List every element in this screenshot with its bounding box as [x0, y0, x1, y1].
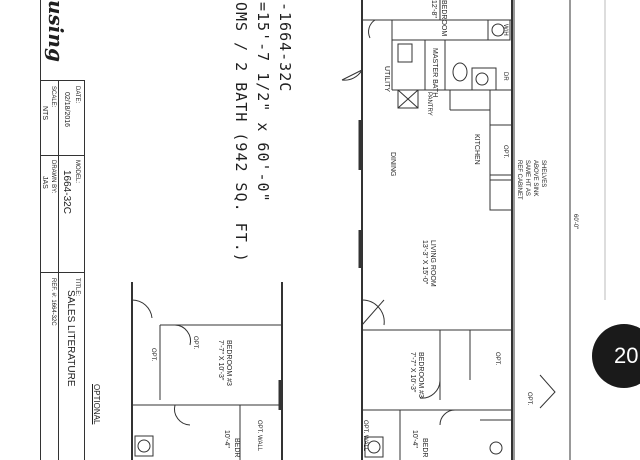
opt-label: OPT. — [502, 145, 508, 159]
room-bedroom3-size: 7'-7" X 10'-3" — [409, 352, 416, 393]
room-master-bath: MASTER BATH — [431, 48, 438, 98]
opt-washer — [134, 435, 154, 457]
front-door — [361, 299, 385, 326]
room-bedroom-top-size: 12'-8" — [430, 0, 437, 18]
bedroom2-door-swing — [439, 409, 456, 426]
range — [489, 179, 513, 211]
room-dining: DINING — [389, 152, 396, 177]
page-number-text: 20 — [614, 343, 639, 368]
opt-wall-label: OPT. WALL — [362, 420, 368, 452]
room-pantry: PANTRY — [426, 92, 432, 116]
utility-door — [341, 69, 363, 81]
water-heater — [491, 23, 505, 37]
wh-closet — [487, 19, 511, 41]
room-bedroom-top: BEDROOM — [440, 0, 447, 37]
title-block-divider — [58, 80, 59, 460]
room-living-size: 13'-3" X 15'-0" — [421, 240, 428, 285]
opt-label: OPT. — [526, 392, 532, 406]
washer — [397, 43, 413, 63]
room-kitchen: KITCHEN — [473, 134, 480, 165]
title-block-divider — [84, 80, 85, 460]
pantry-x — [397, 89, 419, 109]
shelves-note: SAME HT AS — [524, 160, 530, 196]
utility-door-swing — [341, 69, 363, 81]
opt-door-swing — [131, 299, 153, 319]
room-living: LIVING ROOM — [429, 240, 436, 287]
room-utility: UTILITY — [383, 66, 390, 93]
sink — [475, 72, 489, 86]
refrigerator — [489, 124, 513, 176]
opt-door-swing — [174, 324, 191, 346]
opt-wall-label: OPT. WALL — [256, 420, 262, 452]
washer-drum — [367, 440, 381, 454]
title-block-row-line — [40, 80, 84, 81]
dimension-60: 60'-0" — [572, 214, 578, 230]
fixture-lower — [489, 441, 503, 455]
opt-room-bedroom3: BEDROOM #3 — [225, 340, 232, 386]
room-bedroom2: BEDR — [421, 438, 428, 458]
shelves-note: REF CABINET — [516, 160, 522, 200]
opt-label: OPT. — [494, 352, 500, 366]
toilet — [452, 62, 468, 82]
room-bedroom3: BEDROOM #3 — [417, 352, 424, 398]
page-number-badge: 20 — [592, 324, 640, 388]
title-block-border — [40, 0, 41, 460]
closet-door-swing — [419, 379, 441, 399]
opt-room-bedroom3-size: 7'-7" X 10'-3" — [217, 340, 224, 381]
bedroom-door-swing — [368, 19, 376, 39]
wh-label: W/H — [502, 24, 508, 36]
washer-lower — [364, 436, 384, 458]
room-bedroom2-size: 10'-4" — [411, 430, 418, 448]
opt-room-bedroom2: BEDR — [233, 438, 240, 458]
optional-label: OPTIONAL — [92, 384, 101, 425]
opt-label: OPT. — [192, 336, 198, 350]
shelves-note: ABOVE SINK — [532, 160, 538, 197]
dimension-arrow — [539, 374, 556, 409]
dr-label: DR — [502, 72, 508, 81]
front-door-swing — [361, 299, 385, 326]
shelves-label: SHELVES — [540, 160, 546, 188]
title-block-row-line — [40, 272, 84, 273]
title-block-row-line — [40, 155, 84, 156]
opt-washer-drum — [137, 439, 151, 453]
vanity — [471, 67, 497, 91]
opt-door-swing — [174, 404, 191, 426]
opt-room-bedroom2-size: 10'-4" — [223, 430, 230, 448]
pantry-box — [397, 89, 419, 109]
opt-label: OPT. — [150, 348, 156, 362]
